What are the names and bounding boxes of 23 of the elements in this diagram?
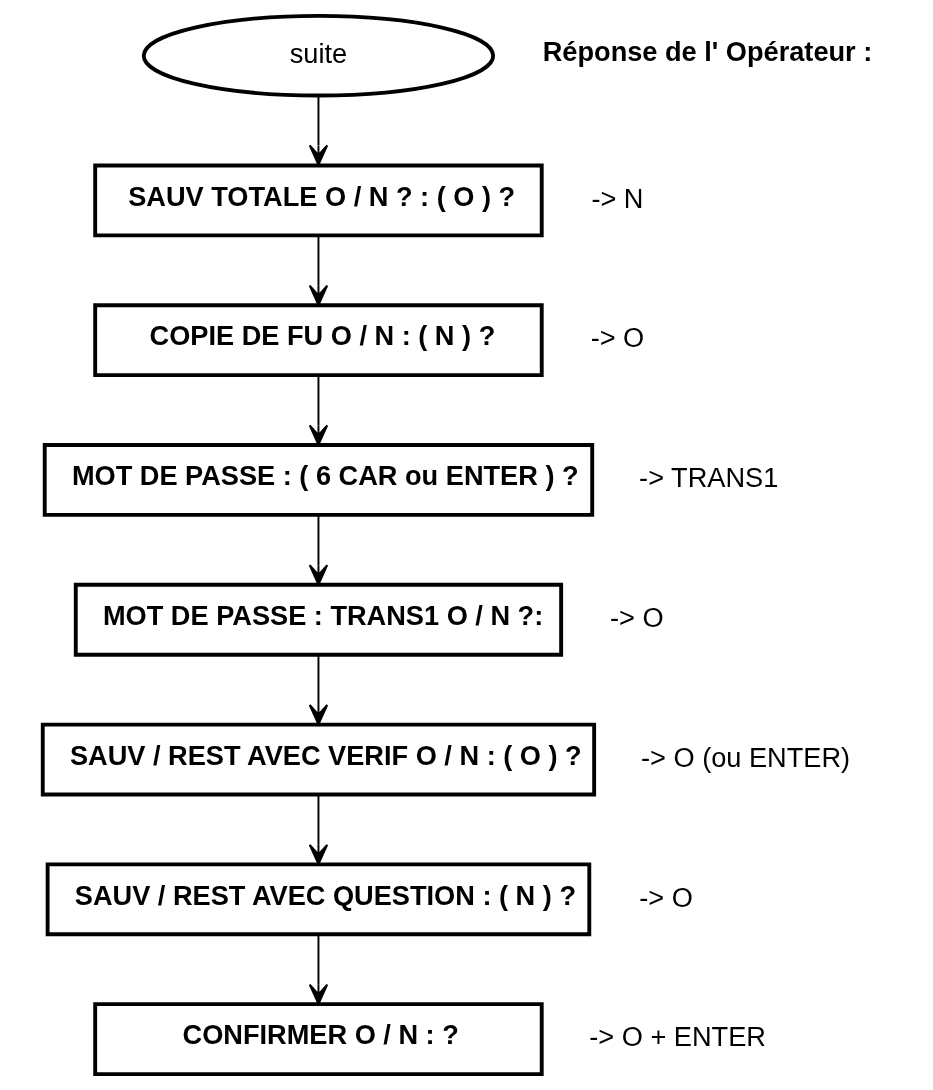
- node-label: -> O: [590, 322, 645, 354]
- node-label: -> O: [610, 601, 664, 633]
- node-label: -> O: [639, 881, 693, 913]
- arrow: [308, 95, 329, 166]
- node-box: MOT DE PASSE : ( 6 CAR ou ENTER ) ?: [42, 443, 595, 517]
- node-label: -> TRANS1: [639, 462, 779, 494]
- node-box: MOT DE PASSE : TRANS1 O / N ?:: [73, 582, 564, 657]
- arrow: [308, 654, 329, 726]
- arrow: [308, 234, 329, 306]
- arrow: [308, 794, 329, 866]
- arrow: [308, 374, 329, 446]
- arrow: [308, 933, 329, 1005]
- node-box: SAUV TOTALE O / N ? : ( O ) ?: [93, 163, 544, 238]
- node-box: SAUV / REST AVEC QUESTION : ( N ) ?: [45, 862, 592, 937]
- node-box: CONFIRMER O / N : ?: [93, 1002, 544, 1076]
- node-box: COPIE DE FU O / N : ( N ) ?: [93, 303, 544, 378]
- label: Réponse de l' Opérateur :: [542, 35, 873, 67]
- node-ellipse: suite: [141, 13, 496, 98]
- arrow: [308, 514, 329, 586]
- node-label: -> O (ou ENTER): [641, 741, 851, 773]
- node-label: -> N: [591, 182, 644, 214]
- node-label: -> O + ENTER: [589, 1021, 766, 1053]
- node-box: SAUV / REST AVEC VERIF O / N : ( O ) ?: [40, 722, 597, 797]
